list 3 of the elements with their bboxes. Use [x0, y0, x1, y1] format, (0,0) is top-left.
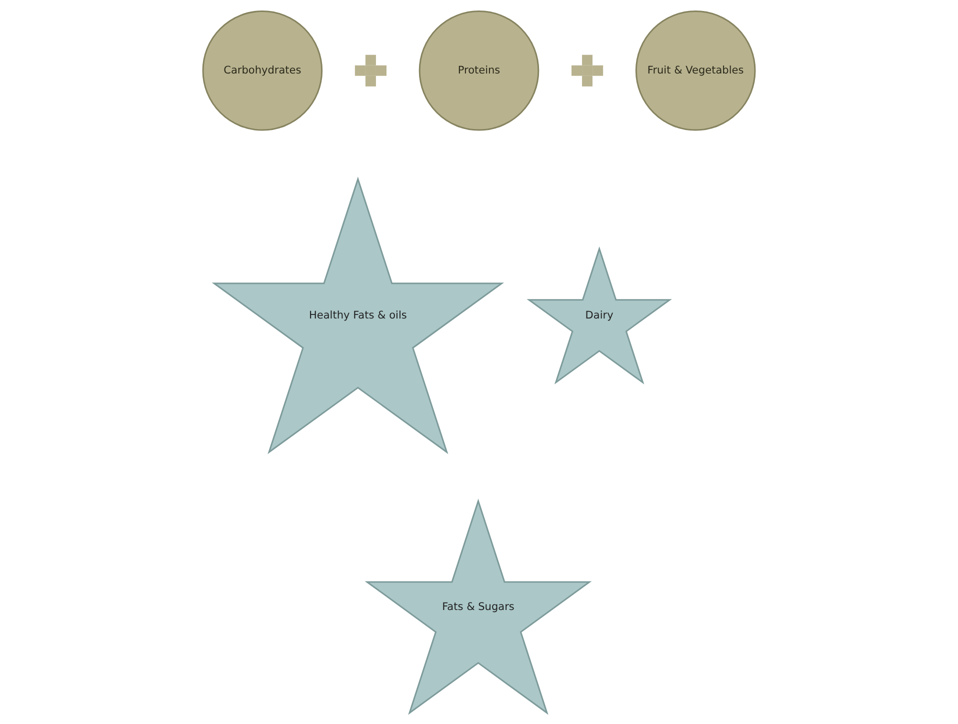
node-circle: Carbohydrates	[202, 10, 323, 131]
node-circle: Fruit & Vegetables	[635, 10, 756, 131]
node-circle: Proteins	[418, 10, 540, 131]
